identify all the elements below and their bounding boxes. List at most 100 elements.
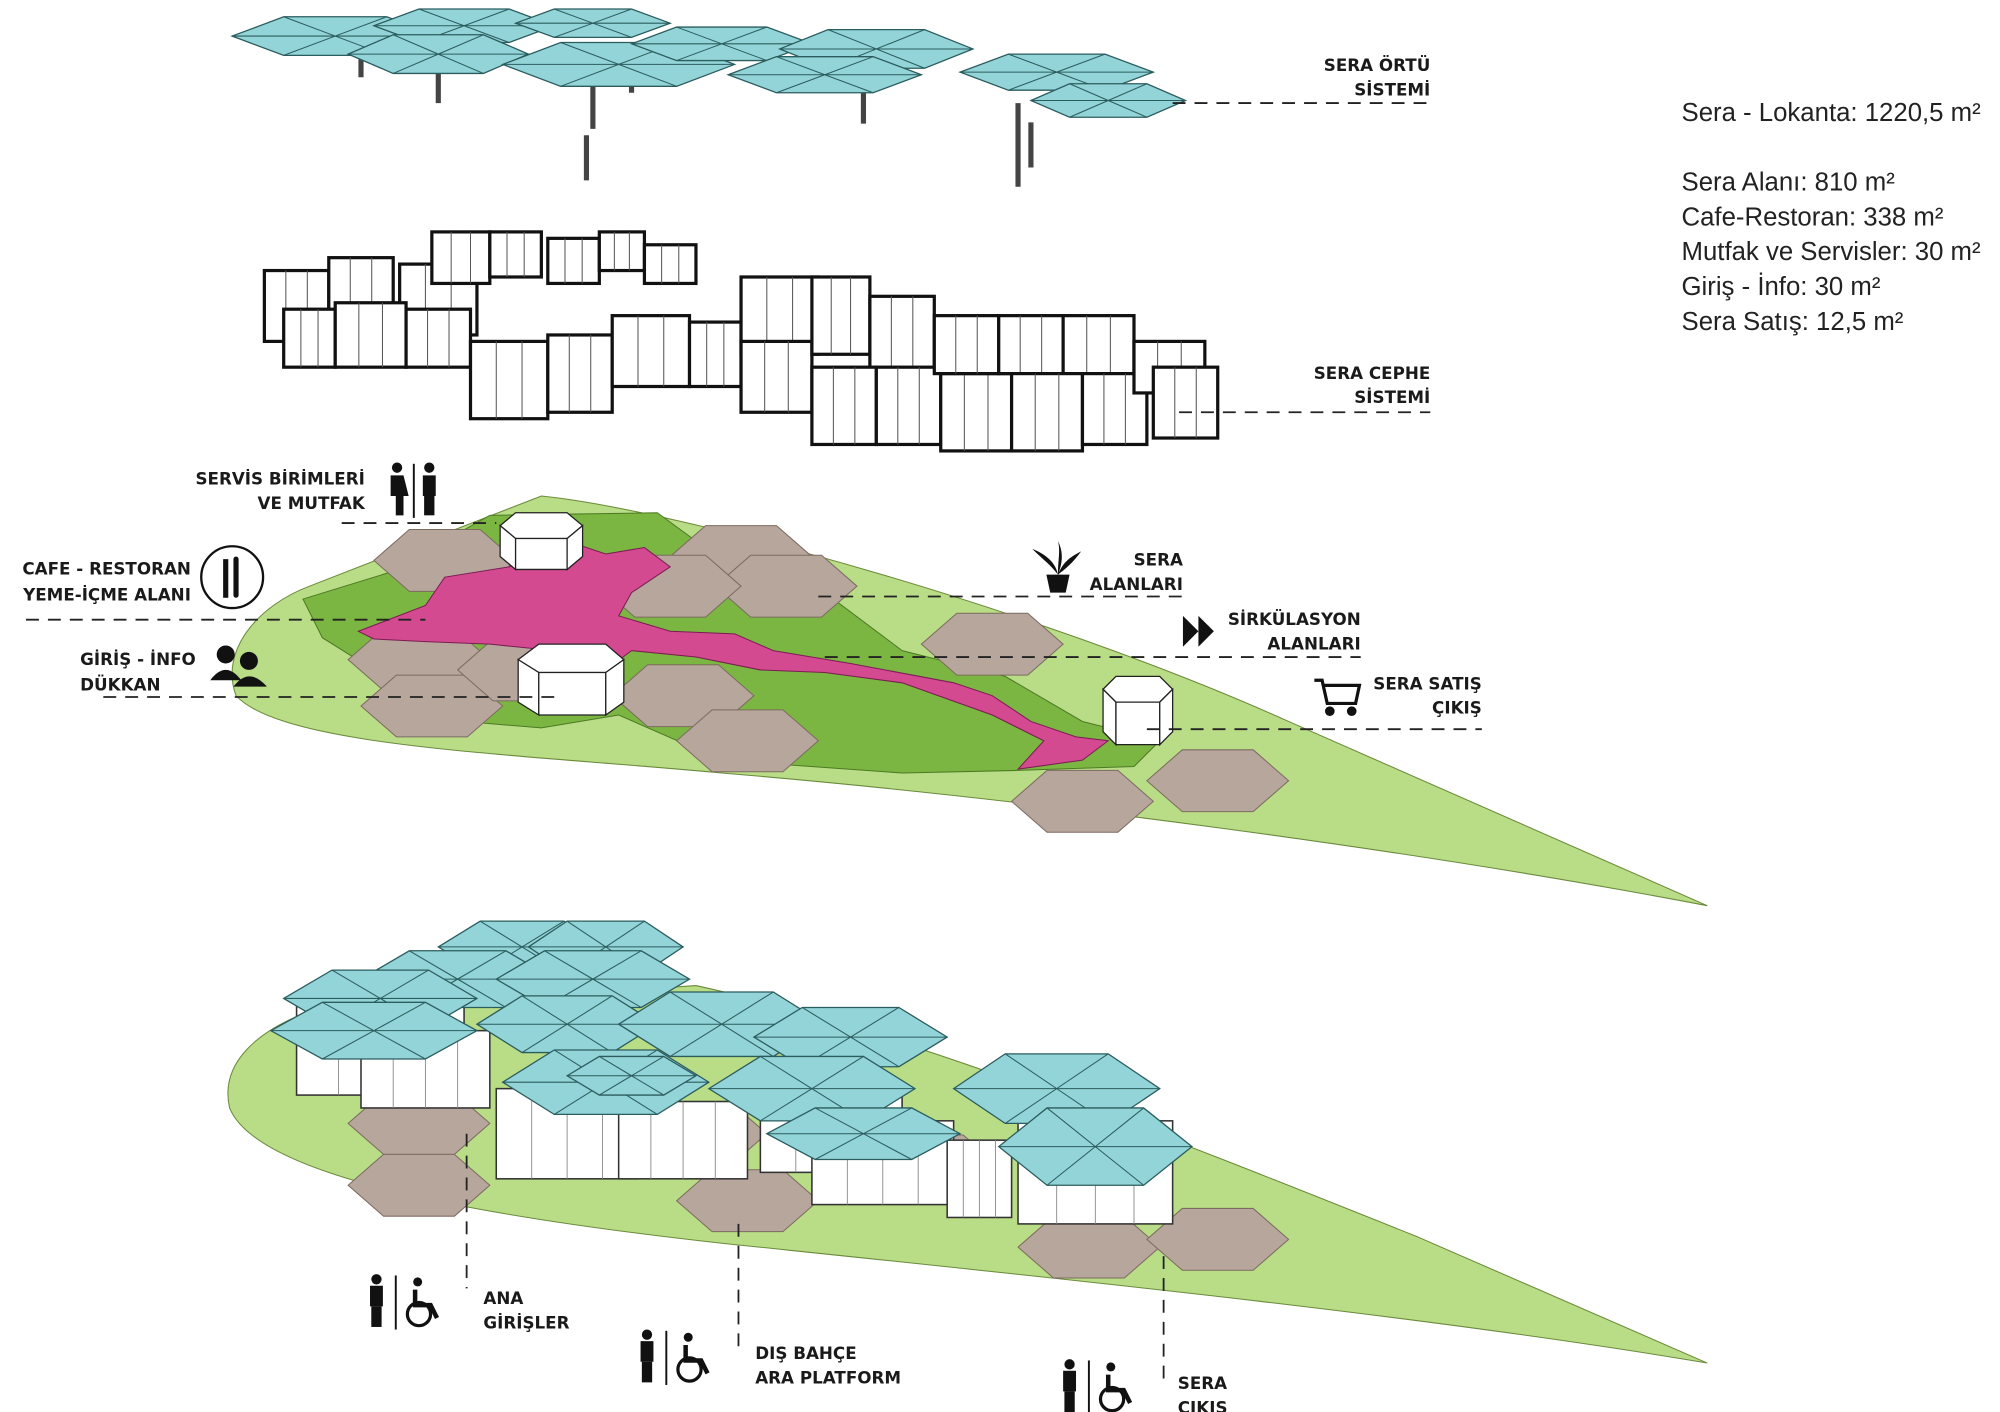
roof-rib <box>373 1001 426 1032</box>
roof-rib <box>380 969 429 999</box>
roof-label-2: SİSTEMİ <box>1354 78 1430 99</box>
facade-system-layer <box>262 230 1220 453</box>
roof-rib <box>592 22 632 38</box>
roof-rib <box>1046 1107 1096 1148</box>
paving-tile <box>360 674 504 738</box>
roof-rib <box>592 950 642 980</box>
facade-panel <box>1151 365 1220 440</box>
roof-rib <box>760 1055 813 1090</box>
roof-rib <box>814 1107 864 1135</box>
paving-tile <box>920 612 1064 676</box>
roof-rib <box>850 1007 900 1038</box>
area-schedule: Sera - Lokanta: 1220,5 m² Sera Alanı: 81… <box>1682 99 1982 336</box>
fast-forward-icon <box>1182 615 1214 647</box>
roof-rib <box>1008 53 1057 73</box>
sales-label-2: ÇIKIŞ <box>1432 698 1482 718</box>
entry-label-1: GİRİŞ - İNFO <box>80 648 196 669</box>
roof-rib <box>592 978 642 1008</box>
cafe-label-2: YEME-İÇME ALANI <box>22 583 191 604</box>
facade-panel <box>404 307 473 369</box>
facade-panel <box>810 365 878 447</box>
paving-tile <box>1146 1207 1290 1271</box>
area-item: Giriş - İnfo: 30 m² <box>1682 272 1881 301</box>
info-block <box>517 643 625 717</box>
roof-rib <box>1095 1146 1144 1186</box>
roof-rib <box>409 950 458 980</box>
people-icon <box>210 645 267 687</box>
roof-rib <box>373 1030 426 1060</box>
exit-label-1: SERA <box>1178 1373 1227 1393</box>
facade-panel <box>430 230 492 286</box>
garden-label-2: ARA PLATFORM <box>755 1368 901 1388</box>
roof-rib <box>1056 1053 1109 1090</box>
sales-block <box>1102 675 1174 747</box>
roof-rib <box>631 1055 665 1077</box>
roof-rib <box>721 991 774 1025</box>
service-label-1: SERVİS BİRİMLERİ <box>195 467 364 488</box>
roof-rib <box>814 1133 864 1160</box>
roof-rib <box>1004 1053 1057 1090</box>
roof-rib <box>1108 83 1148 101</box>
area-item: Sera Alanı: 810 m² <box>1682 169 1896 197</box>
main-entry-label-1: ANA <box>483 1288 523 1308</box>
roof-rib <box>463 8 510 27</box>
roof-rib <box>554 22 594 38</box>
roof-rib <box>599 1055 632 1077</box>
roof-rib <box>676 26 722 45</box>
roof-rib <box>1095 1107 1144 1148</box>
greenhouse-label-1: SERA <box>1134 550 1183 570</box>
paving-tile <box>714 554 858 618</box>
roof-rib <box>631 1075 665 1096</box>
roof-rib <box>457 950 507 980</box>
facade-panel <box>939 372 1014 453</box>
facade-panel <box>610 314 692 389</box>
roof-rib <box>676 43 722 62</box>
roof-rib <box>566 1023 613 1053</box>
roof-rib <box>824 56 874 76</box>
service-label-2: VE MUTFAK <box>258 493 366 513</box>
roof-rib <box>863 1107 912 1135</box>
roof-rib <box>554 8 594 24</box>
roof-rib <box>322 1001 375 1032</box>
roof-rib <box>721 1023 774 1057</box>
cutlery-icon <box>200 545 265 610</box>
roof-rib <box>1108 100 1148 118</box>
facade-panel <box>642 243 698 286</box>
facade-panel <box>997 314 1065 376</box>
roof-rib <box>544 950 594 980</box>
facade-panel <box>546 333 614 414</box>
main-entry-label-2: GİRİŞLER <box>483 1311 569 1332</box>
facade-label-1: SERA CEPHE <box>1314 363 1431 383</box>
leader-lines <box>26 102 1482 1385</box>
facade-panel <box>868 294 936 376</box>
roof-rib <box>669 991 722 1025</box>
roof-rib <box>521 920 565 948</box>
area-item: Mutfak ve Servisler: 30 m² <box>1682 238 1981 266</box>
circulation-label-2: ALANLARI <box>1267 633 1360 653</box>
roof-rib <box>824 74 874 94</box>
roof-rib <box>438 34 484 55</box>
facade-panel <box>282 307 337 369</box>
paving-tile <box>1146 749 1290 813</box>
roof-rib <box>721 43 767 62</box>
roof-label-1: SERA ÖRTÜ <box>1324 54 1431 75</box>
roof-rib <box>566 995 613 1025</box>
circulation-label-1: SİRKÜLASYON <box>1228 608 1361 629</box>
roof-rib <box>283 35 336 56</box>
roof-rib <box>863 1133 912 1160</box>
roof-rib <box>876 48 925 69</box>
cafe-label-1: CAFE - RESTORAN <box>22 559 191 579</box>
roof-rib <box>850 1036 900 1068</box>
person-wheelchair-icon <box>1063 1359 1133 1412</box>
roof-rib <box>392 53 439 74</box>
roof-rib <box>392 34 439 55</box>
facade-panel <box>468 339 550 421</box>
roof-system-layer <box>230 8 1188 187</box>
facade-label-2: SİSTEMİ <box>1354 386 1430 407</box>
person-wheelchair-icon <box>640 1329 710 1385</box>
roof-rib <box>669 1023 722 1057</box>
roof-rib <box>760 1088 813 1122</box>
person-wheelchair-icon <box>370 1274 440 1330</box>
roof-rib <box>1069 100 1109 118</box>
